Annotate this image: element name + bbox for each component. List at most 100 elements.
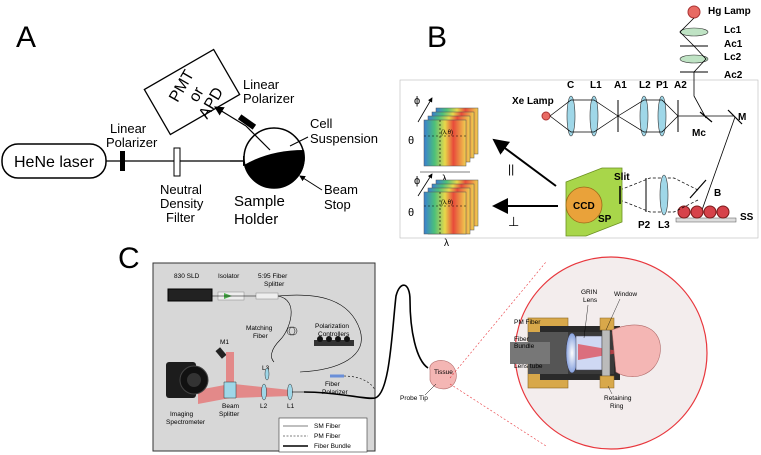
polarizer-left-line1: Linear [110, 121, 147, 136]
fiber-coil-2 [288, 326, 298, 336]
ccd-detector [565, 186, 603, 224]
m1-label: M1 [220, 339, 229, 346]
grin-lens-line2: Lens [583, 297, 598, 304]
map1-point: (λ,θ) [441, 130, 453, 136]
pol-controllers-device [314, 336, 354, 346]
m1-mirror [215, 347, 227, 359]
detector-box [143, 48, 241, 136]
tissue-icon [429, 360, 457, 390]
collect-beam-lower [619, 199, 699, 213]
parallel-symbol: || [508, 162, 514, 176]
p1-label: P1 [656, 80, 669, 91]
l1-lens-c [287, 383, 293, 401]
polarizer-left-icon [120, 151, 125, 171]
fiber-bundle-zoom-line1: Fiber [514, 336, 530, 343]
splitter-device [255, 292, 279, 300]
l3-lens [659, 174, 669, 216]
p1-polarizer [657, 95, 667, 137]
matching-fiber-line2: Fiber [253, 333, 269, 340]
panel-a: A HeNe laser Linear Polarizer Neutral De… [1, 21, 378, 228]
beam-splitter-line2: Splitter [219, 411, 240, 418]
panel-a-letter: A [16, 21, 36, 54]
lc1-label: Lc1 [724, 25, 742, 36]
polarizer-top-line1: Linear [243, 77, 280, 92]
lc2-label: Lc2 [724, 52, 742, 63]
polarizer-top-line2: Polarizer [243, 91, 295, 106]
fiber-polarizer-line1: Fiber [325, 381, 341, 388]
pm-fiber-out [343, 375, 376, 391]
panel-b-frame [399, 79, 759, 239]
beam-vertical [226, 352, 234, 394]
beam-stop-line2: Stop [324, 197, 351, 212]
map-parallel [417, 97, 479, 173]
legend-sm: SM Fiber [314, 423, 341, 430]
hg-beam [679, 17, 707, 119]
l2-label: L2 [639, 80, 651, 91]
hg-lamp-label: Hg Lamp [708, 6, 751, 17]
beam-to-spectrometer [198, 384, 230, 404]
b-label: B [714, 188, 721, 199]
a1-label: A1 [614, 80, 627, 91]
scatter-arrow [213, 106, 247, 127]
beam-stop-line1: Beam [324, 182, 358, 197]
laser-label: HeNe laser [14, 154, 95, 171]
panel-b-letter: B [427, 21, 447, 54]
splitter-line1: 5:95 Fiber [258, 273, 288, 280]
polarizer-top-icon [237, 114, 257, 130]
mc-mirror [699, 111, 713, 123]
cell-suspension-fill [244, 150, 305, 189]
scatter-line [245, 125, 271, 151]
sp-label: SP [598, 214, 612, 225]
xe-beam-upper [549, 99, 708, 133]
map2-lambda: λ [444, 238, 449, 249]
grin-lens-line1: GRIN [581, 289, 598, 296]
perpendicular-symbol: ⊥ [508, 214, 519, 229]
mc-label: Mc [692, 128, 706, 139]
cell-suspension-line2: Suspension [310, 131, 378, 146]
panel-c-letter: C [118, 242, 140, 275]
tissue-label: Tissue [434, 369, 453, 376]
legend-pm: PM Fiber [314, 433, 341, 440]
a2-label: A2 [674, 80, 687, 91]
map-perpendicular [417, 173, 479, 235]
l3-label: L3 [658, 220, 670, 231]
sm-fiber-path [277, 294, 362, 373]
ss-slide [675, 217, 737, 223]
sample-holder-line2: Holder [234, 211, 278, 228]
b-splitter [689, 179, 707, 199]
zoom-line-top [449, 261, 547, 379]
ss-cells [677, 205, 730, 219]
pol-controllers-line2: Controllers [318, 331, 350, 338]
retaining-pointer [607, 385, 613, 395]
lc1-lens [679, 27, 709, 37]
nd-filter-icon [173, 147, 181, 177]
m-label: M [738, 112, 746, 123]
p2-label: P2 [638, 220, 651, 231]
probe-tip-label: Probe Tip [400, 395, 428, 402]
fiber-polarizer-line2: Polarizer [322, 389, 348, 396]
ss-label: SS [740, 212, 754, 223]
retaining-ring-line2: Ring [610, 403, 624, 410]
lc2-lens [679, 54, 709, 64]
beam-stop-pointer [299, 175, 323, 191]
l2-lens-c [261, 383, 267, 401]
collect-beam-upper [619, 177, 699, 191]
fiber-coil-1 [286, 326, 296, 336]
parallel-arrow [492, 138, 557, 187]
l1-label: L1 [590, 80, 602, 91]
zoom-line-bottom [449, 383, 547, 447]
fiber-bundle-cable [303, 284, 429, 400]
l2-lens [639, 95, 649, 137]
cell-suspension-pointer [289, 136, 309, 147]
xe-lamp-icon [541, 111, 551, 121]
xe-lamp-label: Xe Lamp [512, 96, 554, 107]
retaining-ring-line1: Retaining [604, 395, 632, 402]
probe-tip-pointer [424, 383, 437, 396]
lens-tube-label: Lens tube [514, 363, 543, 370]
slit-label: Slit [614, 172, 630, 183]
splitter-line2: Splitter [264, 281, 285, 288]
probe-zoom [510, 317, 661, 389]
sld-device [167, 288, 213, 302]
window-pointer [605, 298, 621, 331]
